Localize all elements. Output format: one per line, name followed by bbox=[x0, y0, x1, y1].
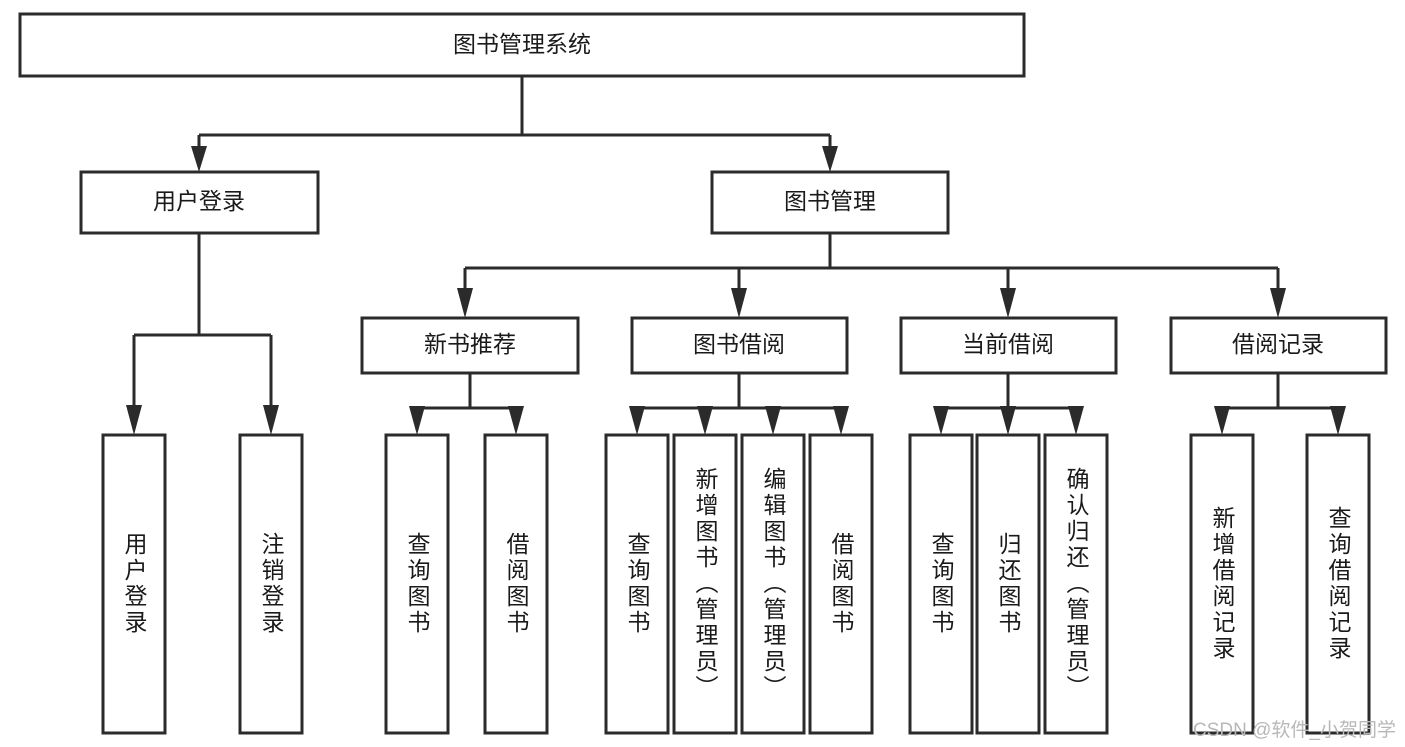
leaf-new-book-1-box[interactable] bbox=[384, 433, 450, 735]
leaf-book-borrow-3[interactable]: 编辑图书（管理员） bbox=[740, 433, 806, 735]
arrowhead-book-borrow bbox=[731, 288, 747, 318]
arrowhead-leaf-cb-3 bbox=[1068, 406, 1084, 435]
leaf-book-borrow-3-box[interactable] bbox=[740, 433, 806, 735]
node-new-book-recommend[interactable]: 新书推荐 bbox=[360, 316, 580, 375]
leaf-new-book-2-box[interactable] bbox=[483, 433, 549, 735]
node-book-borrow[interactable]: 图书借阅 bbox=[630, 316, 849, 375]
leaf-borrow-record-1-box[interactable] bbox=[1189, 433, 1255, 735]
node-user-login-label: 用户登录 bbox=[153, 188, 245, 214]
arrowhead-new-book bbox=[457, 288, 473, 318]
leaf-borrow-record-1-label: 新增借阅记录 bbox=[1209, 506, 1236, 662]
leaf-book-borrow-4-label: 借阅图书 bbox=[828, 532, 855, 636]
leaf-user-login-1[interactable]: 用户登录 bbox=[101, 433, 167, 735]
leaf-borrow-record-2[interactable]: 查询借阅记录 bbox=[1305, 433, 1371, 735]
leaf-user-login-2-label: 注销登录 bbox=[258, 532, 285, 636]
leaf-book-borrow-2[interactable]: 新增图书（管理员） bbox=[672, 433, 738, 735]
leaf-current-borrow-1[interactable]: 查询图书 bbox=[908, 433, 974, 735]
csdn-watermark: CSDN @软件_小贺同学 bbox=[1193, 719, 1396, 741]
arrowhead-leaf-bb-4 bbox=[833, 406, 849, 435]
leaf-user-login-2[interactable]: 注销登录 bbox=[238, 433, 304, 735]
leaf-book-borrow-1-box[interactable] bbox=[604, 433, 670, 735]
leaf-book-borrow-1[interactable]: 查询图书 bbox=[604, 433, 670, 735]
arrowhead-user-login bbox=[191, 146, 207, 172]
node-user-login[interactable]: 用户登录 bbox=[79, 170, 320, 235]
leaf-book-borrow-2-box[interactable] bbox=[672, 433, 738, 735]
leaf-new-book-2-label: 借阅图书 bbox=[503, 532, 530, 636]
node-root-box[interactable] bbox=[18, 12, 1026, 78]
leaf-current-borrow-2-label: 归还图书 bbox=[995, 532, 1022, 636]
node-user-login-box[interactable] bbox=[79, 170, 320, 235]
leaf-current-borrow-1-box[interactable] bbox=[908, 433, 974, 735]
node-new-book-recommend-box[interactable] bbox=[360, 316, 580, 375]
leaf-borrow-record-1[interactable]: 新增借阅记录 bbox=[1189, 433, 1255, 735]
leaf-current-borrow-3-label: 确认归还（管理员） bbox=[1063, 467, 1090, 701]
node-current-borrow-box[interactable] bbox=[899, 316, 1118, 375]
arrowhead-leaf-logout bbox=[263, 405, 279, 435]
node-current-borrow-label: 当前借阅 bbox=[962, 331, 1054, 357]
leaf-current-borrow-3-box[interactable] bbox=[1043, 433, 1109, 735]
node-book-borrow-box[interactable] bbox=[630, 316, 849, 375]
arrowhead-leaf-nb-2 bbox=[508, 406, 524, 435]
node-borrow-record-label: 借阅记录 bbox=[1232, 331, 1324, 357]
leaf-user-login-1-label: 用户登录 bbox=[121, 532, 148, 636]
arrowhead-borrow-record bbox=[1270, 288, 1286, 318]
leaf-current-borrow-2[interactable]: 归还图书 bbox=[975, 433, 1041, 735]
arrowhead-leaf-br-1 bbox=[1214, 406, 1230, 435]
arrowhead-leaf-br-2 bbox=[1330, 406, 1346, 435]
arrowhead-leaf-bb-1 bbox=[629, 406, 645, 435]
leaf-user-login-1-box[interactable] bbox=[101, 433, 167, 735]
leaf-book-borrow-4-box[interactable] bbox=[808, 433, 874, 735]
arrowhead-leaf-cb-2 bbox=[1000, 406, 1016, 435]
leaf-new-book-1[interactable]: 查询图书 bbox=[384, 433, 450, 735]
node-current-borrow[interactable]: 当前借阅 bbox=[899, 316, 1118, 375]
leaf-book-borrow-2-label: 新增图书（管理员） bbox=[692, 467, 719, 701]
leaf-user-login-2-box[interactable] bbox=[238, 433, 304, 735]
leaf-new-book-1-label: 查询图书 bbox=[404, 532, 431, 636]
leaf-current-borrow-3[interactable]: 确认归还（管理员） bbox=[1043, 433, 1109, 735]
node-borrow-record-box[interactable] bbox=[1169, 316, 1388, 375]
node-root-label: 图书管理系统 bbox=[453, 31, 591, 57]
arrowhead-leaf-cb-1 bbox=[933, 406, 949, 435]
node-book-borrow-label: 图书借阅 bbox=[693, 331, 785, 357]
arrowhead-leaf-bb-3 bbox=[765, 406, 781, 435]
leaf-current-borrow-2-box[interactable] bbox=[975, 433, 1041, 735]
leaf-borrow-record-2-box[interactable] bbox=[1305, 433, 1371, 735]
node-new-book-recommend-label: 新书推荐 bbox=[424, 331, 516, 357]
leaf-book-borrow-4[interactable]: 借阅图书 bbox=[808, 433, 874, 735]
arrowhead-book-mgmt bbox=[822, 146, 838, 172]
node-book-management-box[interactable] bbox=[710, 170, 950, 235]
arrowhead-leaf-user-login bbox=[126, 405, 142, 435]
node-book-management[interactable]: 图书管理 bbox=[710, 170, 950, 235]
leaf-borrow-record-2-label: 查询借阅记录 bbox=[1325, 506, 1352, 662]
leaf-book-borrow-3-label: 编辑图书（管理员） bbox=[760, 467, 787, 701]
leaf-new-book-2[interactable]: 借阅图书 bbox=[483, 433, 549, 735]
node-book-management-label: 图书管理 bbox=[784, 188, 876, 214]
leaf-book-borrow-1-label: 查询图书 bbox=[624, 532, 651, 636]
node-borrow-record[interactable]: 借阅记录 bbox=[1169, 316, 1388, 375]
leaf-current-borrow-1-label: 查询图书 bbox=[928, 532, 955, 636]
arrowhead-current-borrow bbox=[1000, 288, 1016, 318]
node-root[interactable]: 图书管理系统 bbox=[18, 12, 1026, 78]
connector-layer bbox=[126, 76, 1346, 435]
arrowhead-leaf-bb-2 bbox=[697, 406, 713, 435]
arrowhead-leaf-nb-1 bbox=[409, 406, 425, 435]
